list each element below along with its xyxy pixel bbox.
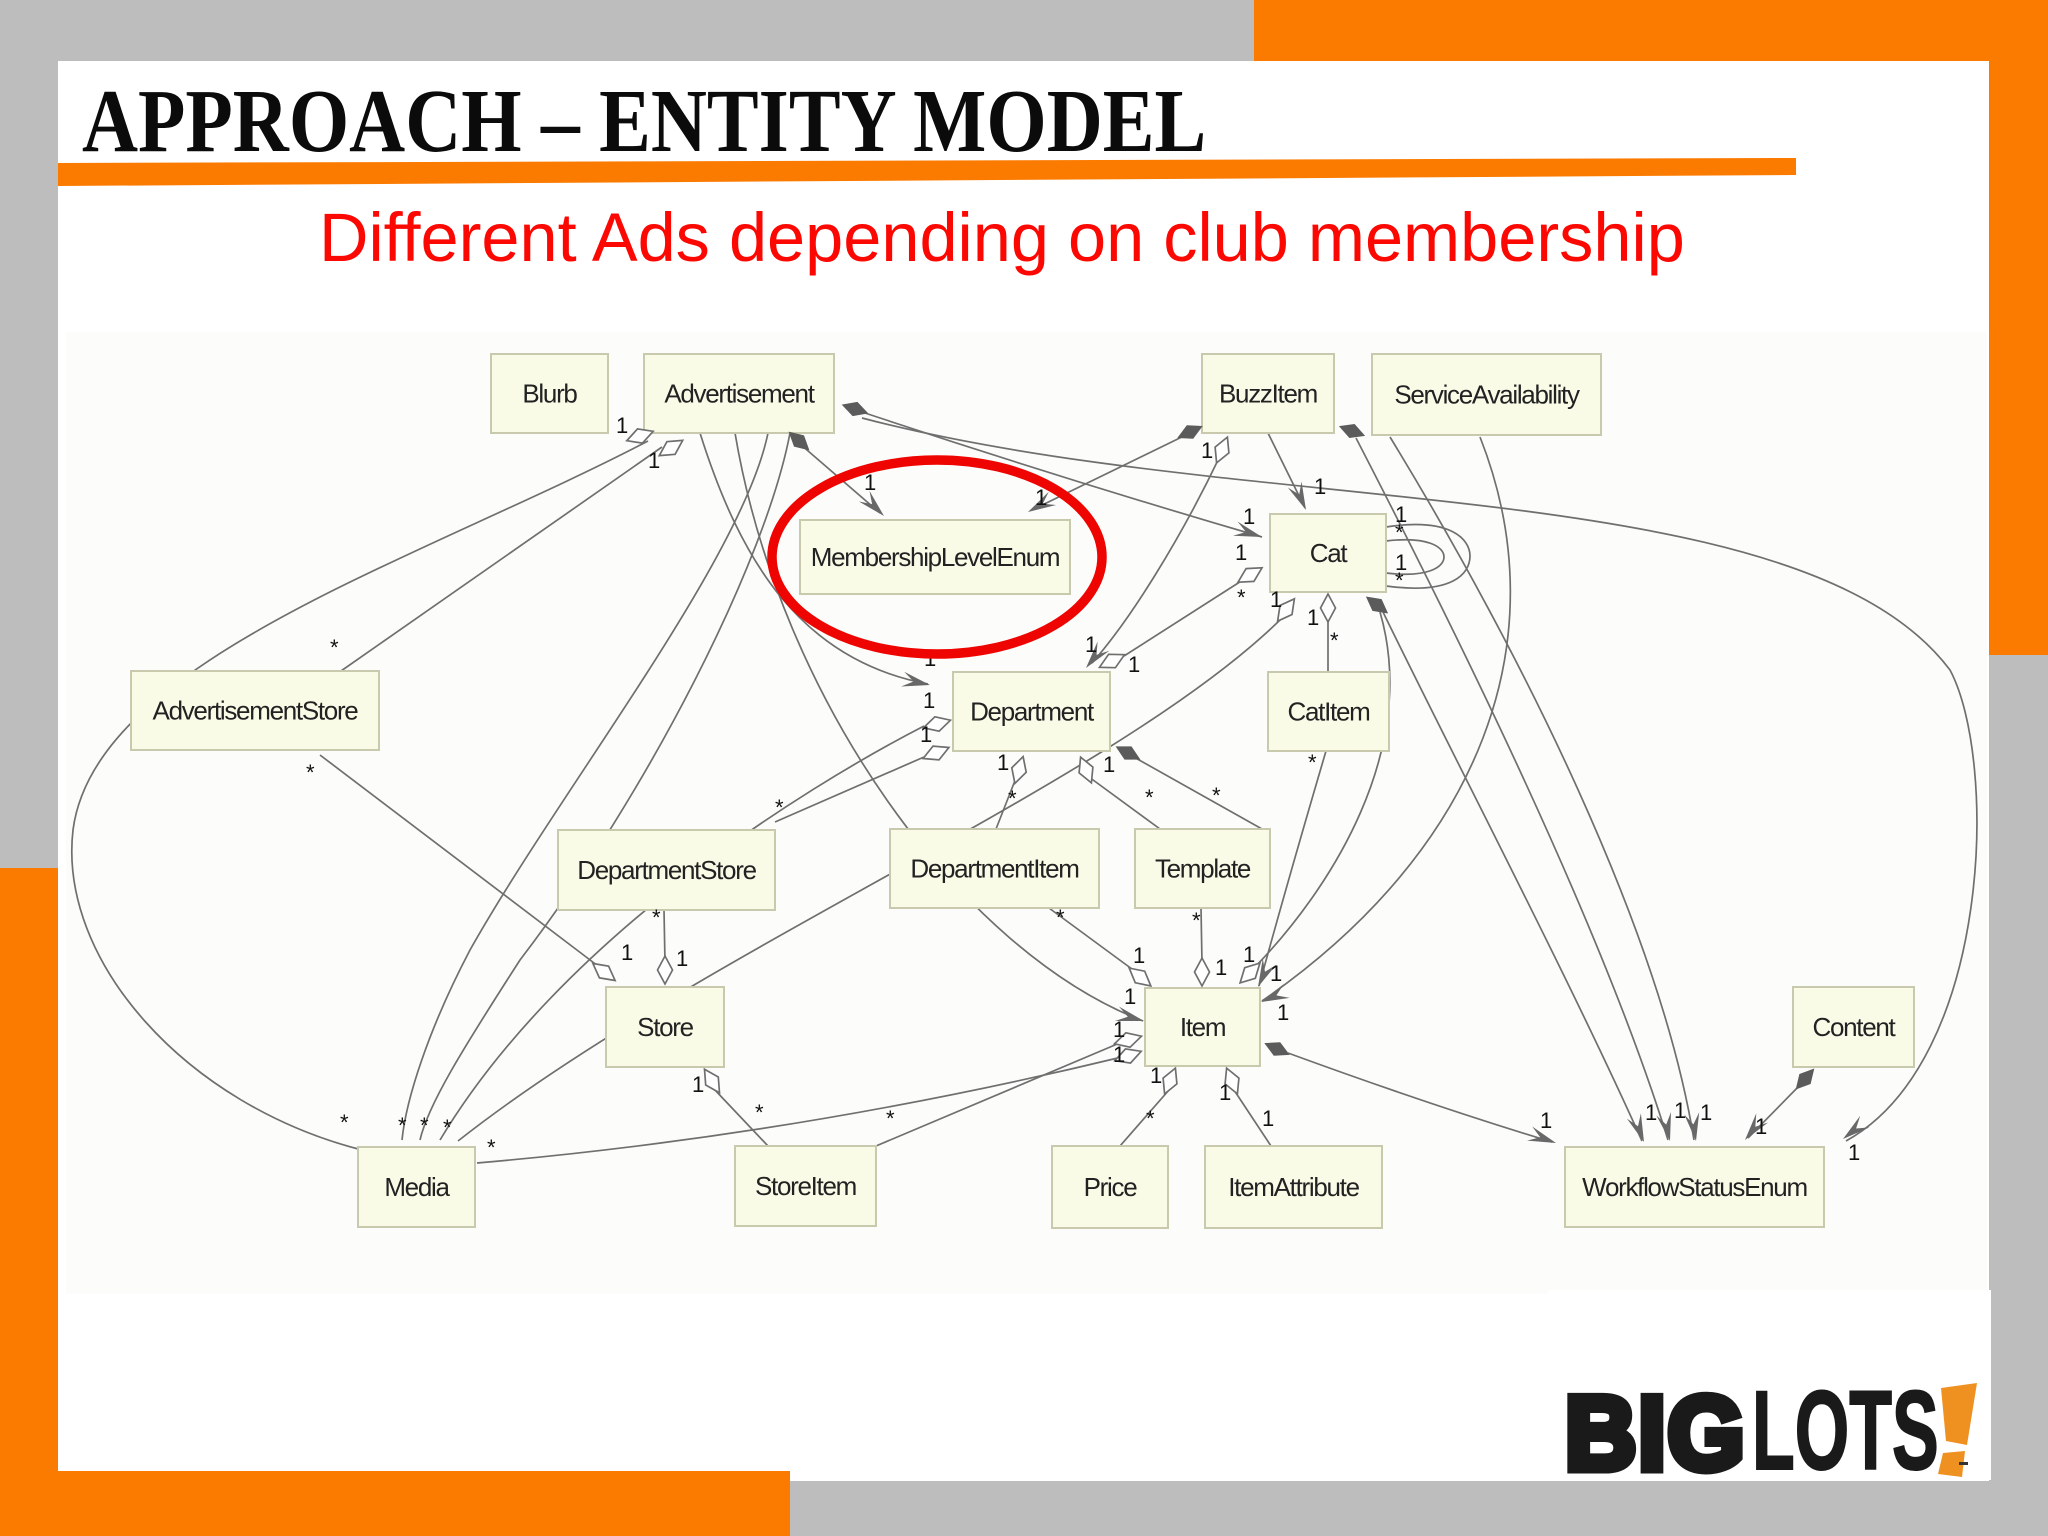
svg-text:1: 1 [1219, 1080, 1231, 1105]
svg-text:1: 1 [676, 946, 688, 971]
svg-text:*: * [1056, 905, 1065, 930]
svg-text:1: 1 [1133, 943, 1145, 968]
svg-text:1: 1 [997, 750, 1009, 775]
svg-text:1: 1 [692, 1072, 704, 1097]
svg-text:1: 1 [923, 688, 935, 713]
svg-text:*: * [487, 1135, 496, 1160]
svg-text:Cat: Cat [1310, 538, 1349, 568]
svg-text:ItemAttribute: ItemAttribute [1228, 1172, 1359, 1202]
svg-text:1: 1 [1085, 632, 1097, 657]
svg-text:Department: Department [970, 697, 1095, 727]
svg-text:1: 1 [1307, 605, 1319, 630]
svg-text:DepartmentItem: DepartmentItem [910, 854, 1078, 884]
svg-text:*: * [420, 1113, 429, 1138]
svg-text:1: 1 [1314, 474, 1326, 499]
svg-text:Price: Price [1084, 1172, 1138, 1202]
svg-text:*: * [1395, 520, 1404, 545]
svg-text:1: 1 [1103, 752, 1115, 777]
svg-text:1: 1 [1848, 1140, 1860, 1165]
svg-text:1: 1 [1755, 1114, 1767, 1139]
svg-text:DepartmentStore: DepartmentStore [577, 855, 756, 885]
svg-text:Item: Item [1180, 1012, 1225, 1042]
svg-text:*: * [1192, 908, 1201, 933]
svg-text:Advertisement: Advertisement [664, 379, 815, 409]
svg-text:*: * [1330, 628, 1339, 653]
svg-text:1: 1 [1277, 1000, 1289, 1025]
svg-text:Content: Content [1813, 1012, 1897, 1042]
svg-text:*: * [886, 1106, 895, 1131]
svg-text:BuzzItem: BuzzItem [1219, 379, 1317, 409]
svg-text:*: * [330, 635, 339, 660]
svg-text:1: 1 [616, 413, 628, 438]
svg-text:*: * [443, 1115, 452, 1140]
svg-text:1: 1 [1262, 1106, 1274, 1131]
svg-text:*: * [1308, 750, 1317, 775]
svg-text:Store: Store [637, 1012, 693, 1042]
svg-text:*: * [1145, 785, 1154, 810]
svg-text:1: 1 [1201, 438, 1213, 463]
svg-text:1: 1 [1235, 540, 1247, 565]
svg-text:CatItem: CatItem [1288, 697, 1370, 727]
svg-text:1: 1 [1270, 587, 1282, 612]
svg-text:1: 1 [864, 470, 876, 495]
svg-text:1: 1 [621, 940, 633, 965]
svg-text:1: 1 [1113, 1017, 1125, 1042]
svg-text:1: 1 [1124, 984, 1136, 1009]
svg-text:1: 1 [1113, 1042, 1125, 1067]
svg-text:ServiceAvailability: ServiceAvailability [1394, 380, 1580, 410]
svg-text:1: 1 [1674, 1098, 1686, 1123]
svg-text:1: 1 [1243, 504, 1255, 529]
svg-text:1: 1 [1395, 502, 1407, 527]
svg-text:*: * [340, 1110, 349, 1135]
svg-text:Media: Media [384, 1172, 450, 1202]
svg-text:*: * [755, 1100, 764, 1125]
svg-text:1: 1 [1700, 1100, 1712, 1125]
svg-text:1: 1 [1395, 550, 1407, 575]
svg-text:Template: Template [1155, 854, 1251, 884]
svg-text:1: 1 [1128, 652, 1140, 677]
svg-text:AdvertisementStore: AdvertisementStore [153, 696, 359, 726]
svg-text:1: 1 [1540, 1108, 1552, 1133]
svg-text:*: * [1146, 1106, 1155, 1131]
svg-text:Blurb: Blurb [522, 379, 577, 409]
svg-text:*: * [1395, 568, 1404, 593]
svg-text:1: 1 [648, 448, 660, 473]
svg-text:*: * [775, 795, 784, 820]
svg-text:1: 1 [1035, 485, 1047, 510]
svg-text:1: 1 [1270, 961, 1282, 986]
svg-text:1: 1 [1243, 942, 1255, 967]
svg-text:*: * [1212, 783, 1221, 808]
svg-text:*: * [398, 1113, 407, 1138]
svg-text:StoreItem: StoreItem [755, 1171, 856, 1201]
svg-text:LOTS: LOTS [1752, 1367, 1939, 1493]
svg-text:1: 1 [1215, 955, 1227, 980]
svg-text:1: 1 [920, 722, 932, 747]
svg-text:MembershipLevelEnum: MembershipLevelEnum [811, 542, 1059, 572]
svg-text:*: * [652, 905, 661, 930]
svg-text:*: * [306, 760, 315, 785]
svg-text:*: * [1237, 585, 1246, 610]
svg-text:WorkflowStatusEnum: WorkflowStatusEnum [1582, 1172, 1807, 1202]
svg-text:*: * [1008, 786, 1017, 811]
svg-text:1: 1 [1645, 1100, 1657, 1125]
svg-text:1: 1 [1150, 1063, 1162, 1088]
svg-text:BIG: BIG [1565, 1376, 1746, 1492]
